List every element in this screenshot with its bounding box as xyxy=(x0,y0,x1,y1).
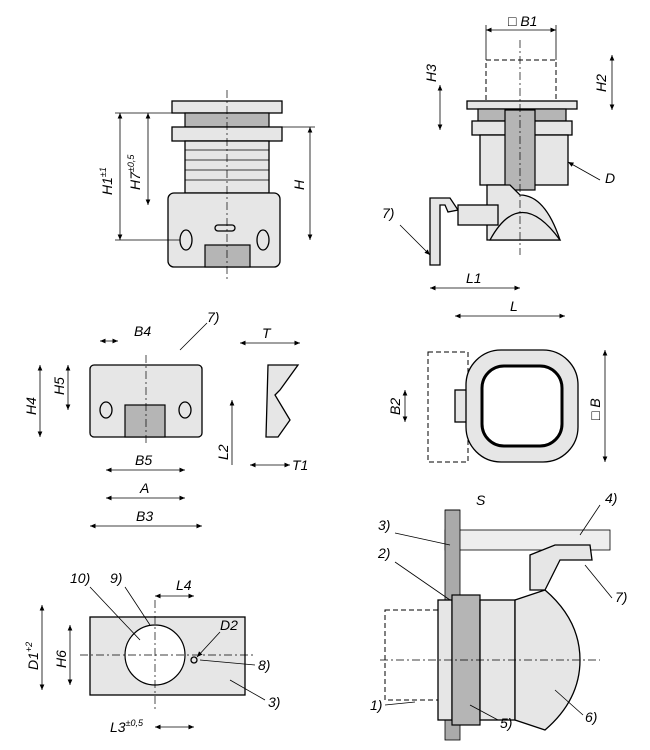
svg-text:D1+2: D1+2 xyxy=(24,642,41,670)
h3-label: H3 xyxy=(423,64,439,82)
l4-label: L4 xyxy=(176,577,192,593)
h5-label: H5 xyxy=(51,377,67,395)
part-8-label: 8) xyxy=(258,657,270,673)
assembly-part-3-label: 3) xyxy=(378,517,390,533)
s-label: S xyxy=(476,492,486,508)
b3-label: B3 xyxy=(136,508,153,524)
h-label: H xyxy=(291,179,307,190)
h6-label: H6 xyxy=(53,650,69,668)
part-1-label: 1) xyxy=(370,697,382,713)
cutout-view: 10) 9) L4 D2 D1+2 H6 8) 3) L3±0,5 xyxy=(24,570,280,735)
part-9-label: 9) xyxy=(110,570,122,586)
part-2-label: 2) xyxy=(377,545,390,561)
part-10-label: 10) xyxy=(70,570,90,586)
l3-tolerance: ±0,5 xyxy=(126,718,144,728)
h1-label: H1 xyxy=(99,177,115,195)
assembly-view: S 4) 3) 2) 7) 1) 5) 6) xyxy=(370,490,627,741)
l1-label: L1 xyxy=(466,270,482,286)
d1-label: D1 xyxy=(25,652,41,670)
h7-label: H7 xyxy=(127,171,143,190)
part-4-label: 4) xyxy=(605,490,617,506)
l-label: L xyxy=(510,298,518,314)
d2-label: D2 xyxy=(220,617,238,633)
svg-text:H1±1: H1±1 xyxy=(98,167,115,195)
d1-tolerance: +2 xyxy=(24,642,34,652)
top-view: B2 □ B xyxy=(387,349,608,463)
part-7-label: 7) xyxy=(382,205,394,221)
l3-label: L3 xyxy=(110,719,126,735)
front-view: H1±1 H7±0,5 H xyxy=(98,90,315,280)
l2-label: L2 xyxy=(215,444,231,460)
t1-label: T1 xyxy=(292,457,308,473)
b2-label: B2 xyxy=(387,398,403,415)
b-label: □ B xyxy=(587,398,603,420)
side-view: □ B1 H3 H2 D 7) L1 L xyxy=(382,13,615,319)
bracket-view: B4 7) T H5 H4 L2 T1 B5 A B3 xyxy=(23,309,308,529)
h1-tolerance: ±1 xyxy=(98,167,108,177)
t-label: T xyxy=(262,325,272,341)
bracket-part-7-label: 7) xyxy=(207,309,219,325)
h4-label: H4 xyxy=(23,397,39,415)
assembly-part-7-label: 7) xyxy=(615,589,627,605)
b4-label: B4 xyxy=(134,323,151,339)
part-5-label: 5) xyxy=(500,715,512,731)
h7-tolerance: ±0,5 xyxy=(126,154,136,172)
cutout-part-3-label: 3) xyxy=(268,694,280,710)
part-6-label: 6) xyxy=(585,709,597,725)
b1-label: □ B1 xyxy=(508,13,537,29)
svg-text:H7±0,5: H7±0,5 xyxy=(126,154,143,190)
d-label: D xyxy=(605,170,615,186)
svg-text:L3±0,5: L3±0,5 xyxy=(110,718,144,735)
b5-label: B5 xyxy=(135,452,152,468)
a-label: A xyxy=(139,480,149,496)
h2-label: H2 xyxy=(593,74,609,92)
